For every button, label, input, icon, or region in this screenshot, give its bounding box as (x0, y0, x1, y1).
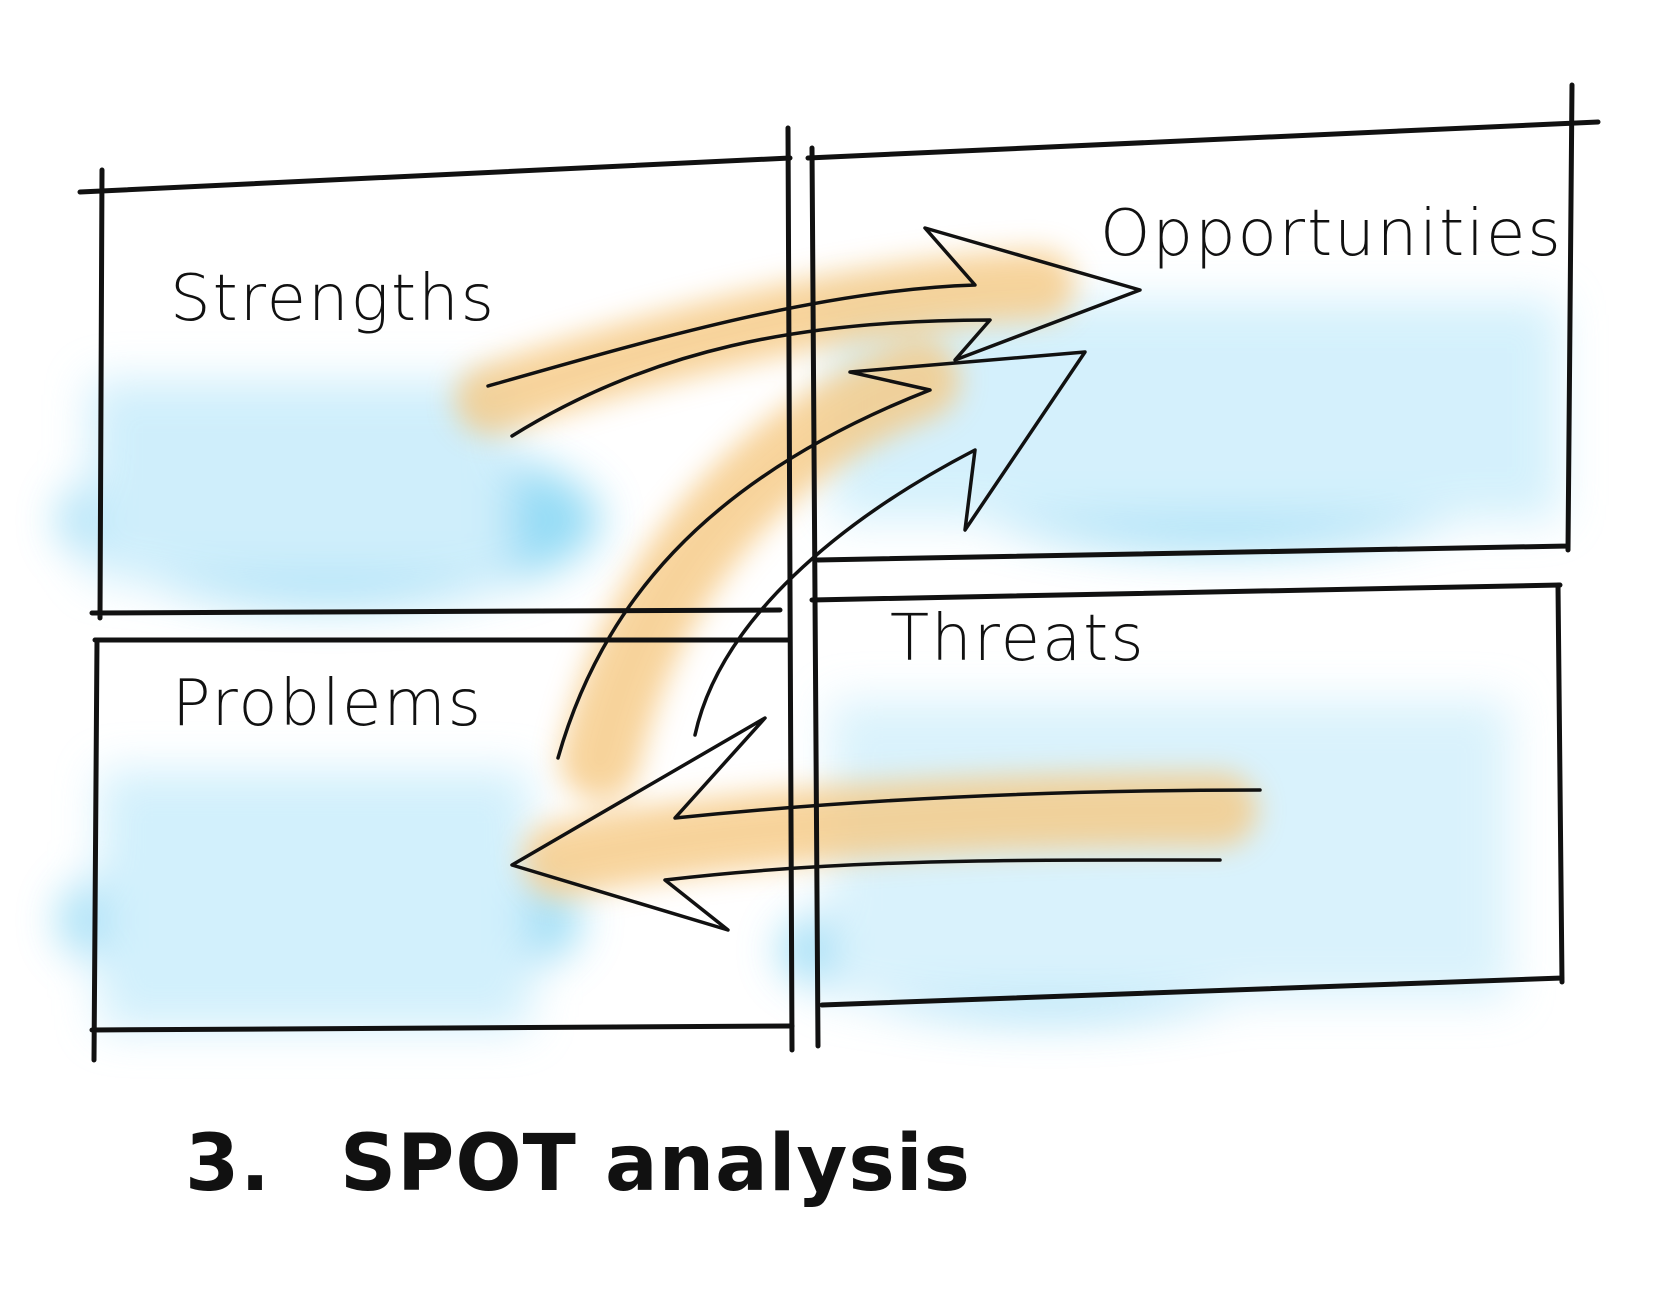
wash-arrow-curve (560, 340, 960, 800)
box-strengths-outline (77, 155, 793, 621)
arrow-problems-to-opportunities (556, 350, 1087, 760)
wash-opportunities-band (830, 300, 1560, 520)
wash-arrow-bottom (522, 772, 1258, 898)
arrow-threats-to-problems (510, 716, 1262, 932)
box-opportunities-outline (805, 82, 1601, 563)
box-threats-outline (809, 582, 1565, 1008)
caption-title: SPOT analysis (340, 1119, 971, 1209)
label-strengths: Strengths (170, 262, 496, 336)
wash-strengths-band (90, 380, 510, 580)
center-divider (785, 125, 821, 1053)
box-problems-outline (89, 637, 795, 1063)
label-threats: Threats (890, 602, 1146, 676)
arrows (486, 226, 1262, 932)
quadrant-grid (77, 82, 1601, 1063)
wash-problems-band (100, 770, 530, 1030)
caption-number: 3. (185, 1119, 271, 1209)
arrow-strengths-to-opportunities (486, 226, 1142, 438)
label-problems: Problems (172, 667, 483, 741)
label-opportunities: Opportunities (1100, 197, 1563, 271)
blue-wash-group (60, 300, 1560, 1030)
